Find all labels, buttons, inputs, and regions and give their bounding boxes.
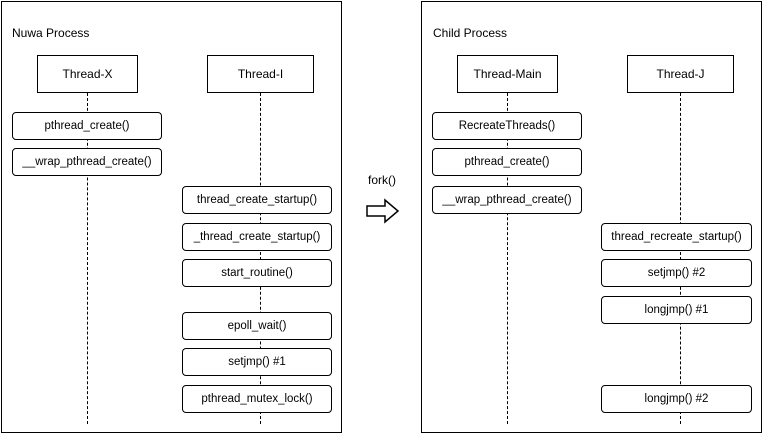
thread-main-lifeline (507, 93, 508, 424)
call-setjmp-2: setjmp() #2 (601, 259, 752, 287)
call-recreate-threads: RecreateThreads() (432, 112, 582, 140)
call-longjmp-2: longjmp() #2 (601, 385, 752, 413)
panel-title: Child Process (433, 26, 508, 40)
call-setjmp-1: setjmp() #1 (182, 348, 332, 376)
right-hollow-arrow-icon (366, 198, 400, 224)
thread-i-lifeline (260, 93, 261, 424)
call-wrap-pthread-create: __wrap_pthread_create() (12, 148, 162, 176)
call-pthread-mutex-lock: pthread_mutex_lock() (182, 385, 332, 413)
call-longjmp-1: longjmp() #1 (601, 296, 752, 324)
thread-main-header: Thread-Main (457, 55, 558, 93)
child-process-panel: Child Process Thread-Main Thread-J Recre… (421, 1, 762, 433)
call-wrap-pthread-create: __wrap_pthread_create() (432, 186, 582, 214)
call-pthread-create: pthread_create() (432, 148, 582, 176)
nuwa-process-panel: Nuwa Process Thread-X Thread-I pthread_c… (1, 1, 342, 433)
thread-x-header: Thread-X (37, 55, 138, 93)
call-pthread-create: pthread_create() (12, 112, 162, 140)
call-underscore-thread-create-startup: _thread_create_startup() (182, 223, 332, 251)
thread-i-header: Thread-I (207, 55, 314, 93)
call-epoll-wait: epoll_wait() (182, 312, 332, 340)
call-thread-create-startup: thread_create_startup() (182, 186, 332, 214)
call-thread-recreate-startup: thread_recreate_startup() (601, 223, 752, 251)
thread-j-header: Thread-J (627, 55, 734, 93)
call-start-routine: start_routine() (182, 259, 332, 287)
fork-label: fork() (368, 173, 396, 187)
thread-j-lifeline (680, 93, 681, 424)
panel-title: Nuwa Process (12, 26, 90, 40)
thread-x-lifeline (87, 93, 88, 424)
